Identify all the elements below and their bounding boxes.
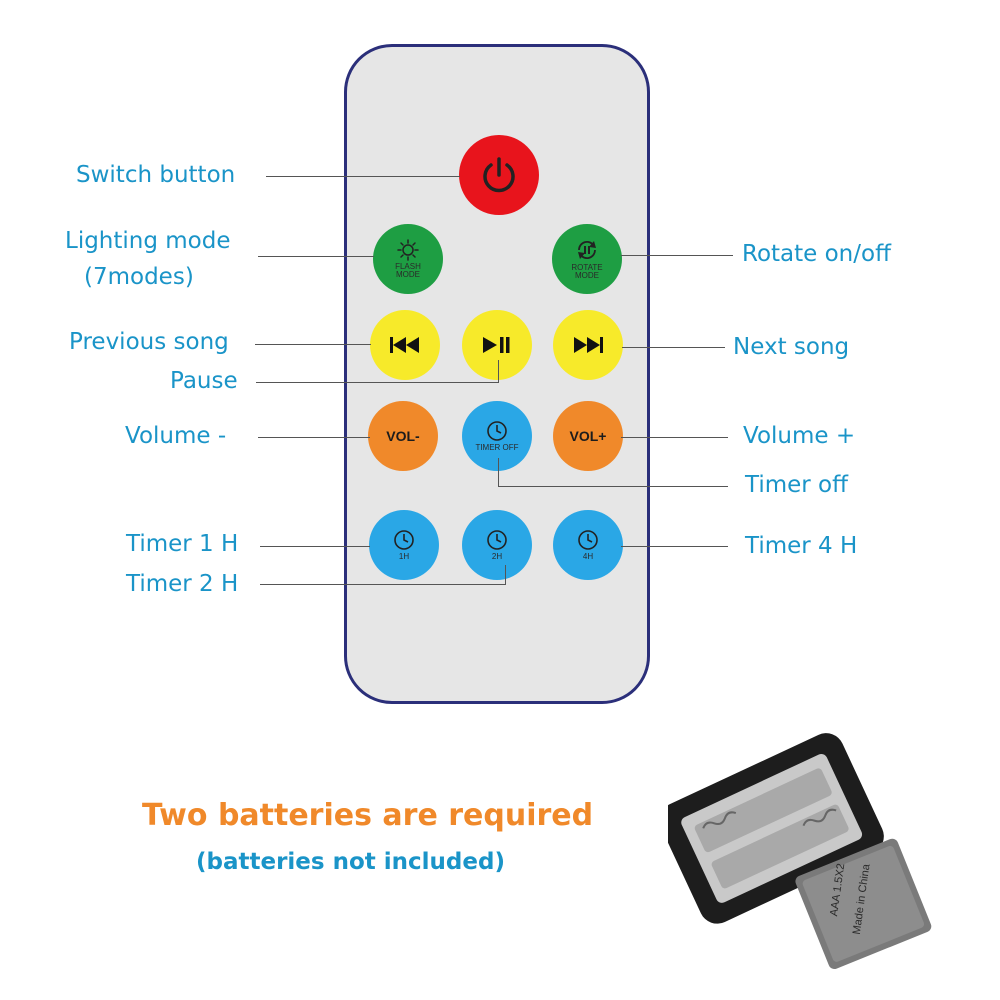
leader-timer-2h-v [505, 565, 506, 584]
leader-next [622, 347, 725, 348]
label-prev: Previous song [69, 329, 229, 355]
sun-icon [397, 239, 419, 261]
timer-4h-button[interactable]: 4H [553, 510, 623, 580]
flash-mode-button[interactable]: FLASH MODE [373, 224, 443, 294]
clock-icon [394, 530, 414, 550]
batteries-note-text: (batteries not included) [196, 849, 505, 875]
label-vol-plus: Volume + [743, 423, 856, 449]
label-rotate: Rotate on/off [742, 241, 891, 267]
label-timer-4h: Timer 4 H [745, 533, 858, 559]
play-pause-icon [483, 337, 510, 353]
leader-vol-plus [621, 437, 728, 438]
power-icon [483, 157, 515, 193]
clock-icon [487, 530, 507, 550]
leader-timer-off-v [498, 458, 499, 486]
leader-rotate [621, 255, 733, 256]
vol-minus-text: VOL- [386, 428, 420, 444]
label-lighting-line2: (7modes) [84, 264, 194, 290]
batteries-required-text: Two batteries are required [142, 798, 594, 833]
leader-timer-1h [260, 546, 370, 547]
rotate-mode-text: ROTATE MODE [571, 264, 602, 280]
previous-icon [390, 337, 419, 353]
rotate-text-line2: MODE [574, 271, 599, 280]
timer-2h-text: 2H [491, 552, 503, 561]
rotate-icon [578, 240, 596, 260]
timer-4h-text: 4H [582, 552, 594, 561]
flash-mode-text: FLASH MODE [395, 263, 421, 279]
battery-compartment-image: AAA 1.5X2 Made in China [668, 733, 932, 970]
leader-timer-off [498, 486, 728, 487]
label-timer-2h: Timer 2 H [126, 571, 239, 597]
timer-1h-text: 1H [398, 552, 410, 561]
leader-vol-minus [258, 437, 370, 438]
label-vol-minus: Volume - [125, 423, 227, 449]
timer-1h-button[interactable]: 1H [369, 510, 439, 580]
label-timer-off: Timer off [745, 472, 848, 498]
rotate-mode-button[interactable]: ROTATE MODE [552, 224, 622, 294]
volume-up-button[interactable]: VOL+ [553, 401, 623, 471]
volume-down-button[interactable]: VOL- [368, 401, 438, 471]
leader-switch [266, 176, 460, 177]
clock-icon [578, 530, 598, 550]
label-timer-1h: Timer 1 H [126, 531, 239, 557]
previous-button[interactable] [370, 310, 440, 380]
label-next: Next song [733, 334, 850, 360]
leader-prev [255, 344, 371, 345]
next-button[interactable] [553, 310, 623, 380]
leader-pause [256, 382, 499, 383]
next-icon [574, 337, 603, 353]
label-lighting-line1: Lighting mode [65, 228, 231, 254]
label-pause: Pause [170, 368, 238, 394]
power-button[interactable] [459, 135, 539, 215]
timer-off-text: TIMER OFF [475, 443, 519, 452]
timer-2h-button[interactable]: 2H [462, 510, 532, 580]
play-pause-button[interactable] [462, 310, 532, 380]
flash-text-line1: FLASH [395, 262, 421, 271]
vol-plus-text: VOL+ [569, 428, 607, 444]
leader-timer-4h [621, 546, 728, 547]
label-switch: Switch button [76, 162, 236, 188]
timer-off-button[interactable]: TIMER OFF [462, 401, 532, 471]
leader-timer-2h [260, 584, 506, 585]
leader-pause-v [498, 360, 499, 382]
leader-lighting [258, 256, 374, 257]
flash-text-line2: MODE [395, 270, 420, 279]
clock-icon [487, 421, 507, 441]
rotate-text-line1: ROTATE [571, 263, 603, 272]
